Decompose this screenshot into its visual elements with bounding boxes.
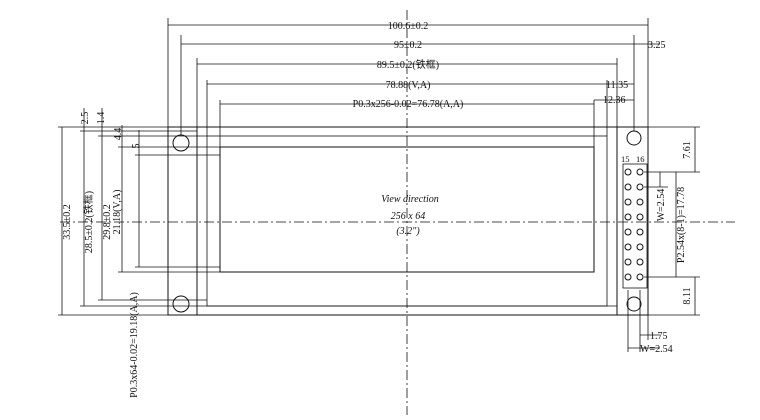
- dim-offset-2-5: 2.5: [80, 112, 91, 125]
- mounting-hole-top-right: [626, 130, 642, 146]
- dim-frame-width: 95±0.2: [394, 40, 422, 51]
- dim-bottom-pin-width: W=2.54: [640, 344, 673, 355]
- dim-overall-height: 33.5±0.2: [62, 204, 73, 240]
- dim-bottom-offset-8-11: 8.11: [682, 287, 693, 304]
- dim-offset-5: 5: [131, 144, 142, 149]
- dim-top-offset-7-61: 7.61: [682, 141, 693, 159]
- active-area: [60, 10, 735, 415]
- dim-pin-pitch: P2.54x(8-1)=17.78: [676, 187, 687, 263]
- dim-bottom-gap-1-75: 1.75: [650, 331, 668, 342]
- pin-label-16: 16: [636, 154, 645, 164]
- dim-pin-width: W=2.54: [656, 189, 667, 222]
- mounting-hole-bottom-right: [626, 296, 642, 312]
- dim-aa-width: P0.3x256-0.02=76.78(A,A): [353, 99, 464, 110]
- top-dimension-lines: [167, 18, 660, 147]
- dim-right-11-35: 11.35: [606, 80, 628, 91]
- pin-grid: [624, 168, 644, 281]
- display-label-view-direction: View direction: [381, 194, 439, 205]
- mounting-hole-bottom-left: [172, 295, 190, 313]
- pin-header: [622, 163, 648, 289]
- pin-label-15: 15: [621, 154, 630, 164]
- left-dimension-lines: [58, 108, 220, 316]
- dim-bezel-height: 28.5±0.2(铁框): [82, 191, 95, 253]
- dim-aa-height: P0.3x64-0.02=19.18(A,A): [129, 292, 140, 398]
- dim-offset-1-4: 1.4: [96, 112, 107, 125]
- right-dimension-lines: [627, 126, 700, 352]
- dim-bezel-width: 89.5±0.2(铁框): [377, 58, 439, 71]
- dim-right-12-36: 12.36: [603, 95, 626, 106]
- display-label-size: (3.2"): [396, 226, 420, 237]
- dim-height-29-8: 29.8±0.2: [102, 204, 113, 240]
- dim-va-height: 21.18(V,A): [112, 190, 123, 235]
- dim-offset-4-4: 4.4: [113, 128, 124, 141]
- display-label-resolution: 256 x 64: [391, 211, 425, 222]
- dim-right-3-25: 3.25: [648, 40, 666, 51]
- mounting-hole-top-left: [172, 134, 190, 152]
- dim-va-width: 78.88(V,A): [386, 80, 431, 91]
- dim-overall-width: 100.6±0.2: [388, 21, 429, 32]
